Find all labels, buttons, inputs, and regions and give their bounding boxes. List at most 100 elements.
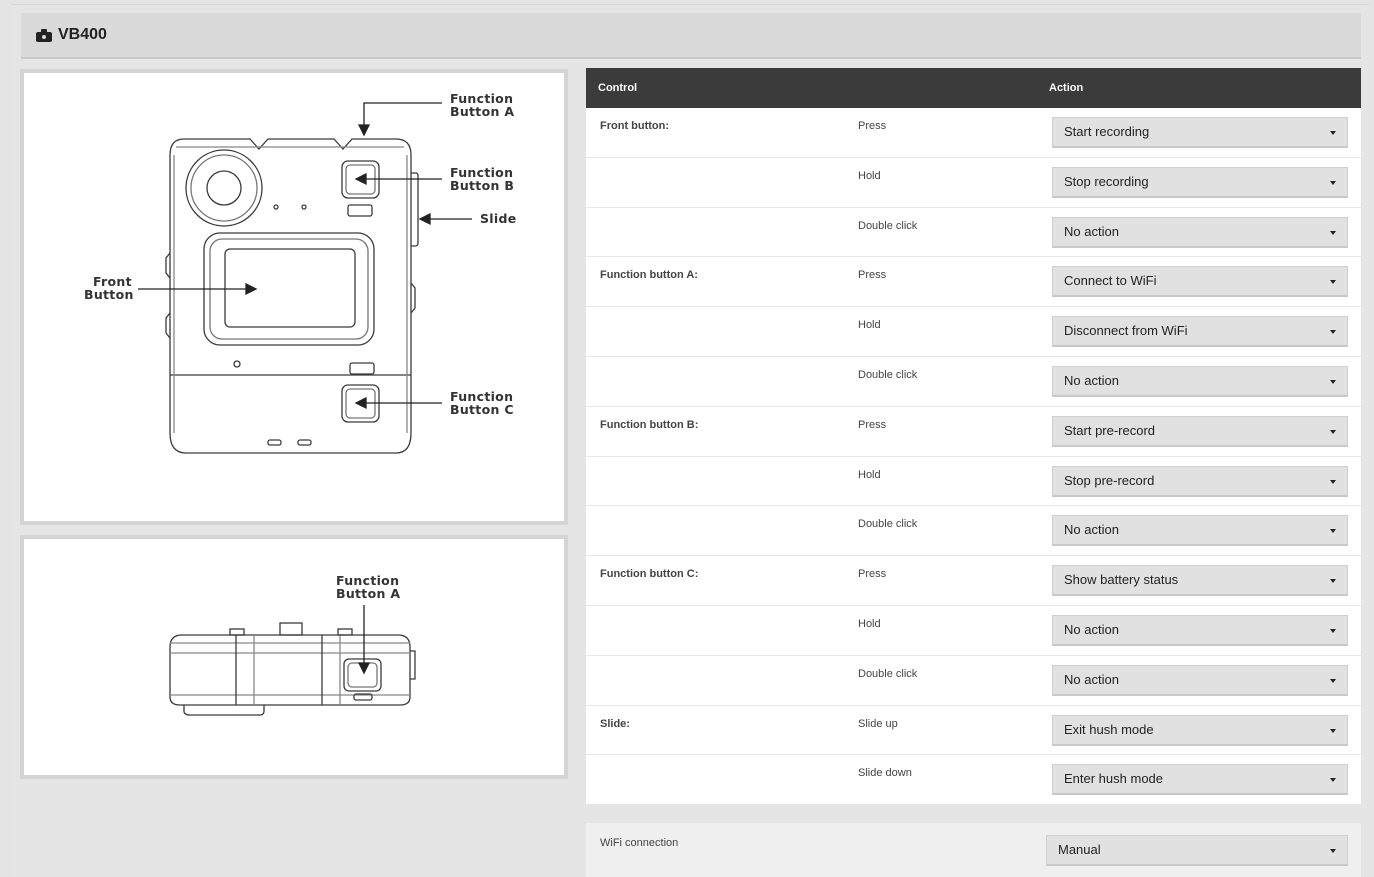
wifi-connection-value: Manual (1058, 842, 1101, 857)
trigger-label: Press (858, 269, 887, 282)
label-function-b-line1: Function (450, 165, 513, 180)
control-label: Slide: (600, 717, 630, 730)
col-action: Action (1049, 82, 1084, 94)
chevron-down-icon (1330, 678, 1336, 683)
front-view-svg: Function Button A Function Button B Slid… (84, 91, 517, 454)
action-value: No action (1064, 373, 1119, 388)
control-label: Function button B: (600, 418, 699, 431)
control-label: Function button A: (600, 269, 698, 282)
label-function-b-line2: Button B (450, 178, 514, 193)
table-row: Hold No action (586, 606, 1361, 656)
control-action-table: Control Action Front button: Press Start r… (586, 68, 1361, 806)
label-function-c-line1: Function (450, 389, 513, 404)
trigger-label: Press (858, 418, 887, 431)
chevron-down-icon (1330, 180, 1336, 185)
trigger-label: Press (858, 568, 887, 581)
action-select[interactable]: No action (1052, 216, 1348, 248)
action-value: No action (1064, 671, 1119, 687)
chevron-down-icon (1330, 330, 1336, 335)
action-select[interactable]: Stop recording (1052, 166, 1348, 198)
settings-page: VB400 (11, 4, 1369, 877)
table-row: Function button B: Press Start pre-record (586, 407, 1361, 457)
chevron-down-icon (1330, 131, 1336, 135)
action-value: No action (1064, 223, 1119, 239)
table-row: Front button: Press Start recording (586, 108, 1361, 158)
action-select[interactable]: Show battery status (1052, 565, 1348, 597)
table-row: Double click No action (586, 357, 1361, 407)
label-top-function-a-line1: Function (336, 573, 399, 588)
action-select[interactable]: Disconnect from WiFi (1052, 316, 1348, 348)
wifi-connection-row: WiFi connection Manual (586, 823, 1361, 877)
table-row: Slide down Enter hush mode (586, 755, 1361, 806)
label-function-a-line2: Button A (450, 104, 514, 119)
trigger-label: Press (858, 120, 887, 132)
label-function-c-line2: Button C (450, 402, 514, 417)
trigger-label: Hold (858, 169, 881, 182)
action-select[interactable]: Start pre-record (1052, 415, 1348, 447)
trigger-label: Slide down (858, 767, 912, 780)
chevron-down-icon (1330, 529, 1336, 534)
table-row: Double click No action (586, 208, 1361, 258)
action-select[interactable]: Exit hush mode (1052, 714, 1348, 746)
table-row: Hold Stop pre-record (586, 457, 1361, 507)
device-header: VB400 (21, 13, 1361, 59)
label-front-line2: Button (84, 287, 134, 302)
table-row: Function button A: Press Connect to WiFi (586, 257, 1361, 308)
front-view-diagram: Function Button A Function Button B Slid… (20, 69, 568, 525)
chevron-down-icon (1330, 728, 1336, 733)
action-select[interactable]: Enter hush mode (1052, 764, 1348, 796)
top-view-svg: Function Button A (169, 573, 416, 716)
trigger-label: Hold (858, 618, 881, 630)
label-slide: Slide (480, 211, 517, 226)
action-value: Show battery status (1064, 572, 1179, 588)
chevron-down-icon (1330, 280, 1336, 285)
trigger-label: Double click (858, 369, 918, 381)
table-row: Hold Stop recording (586, 158, 1361, 208)
chevron-down-icon (1330, 429, 1336, 434)
camera-icon (36, 28, 52, 42)
table-row: Hold Disconnect from WiFi (586, 307, 1361, 357)
action-value: Stop pre-record (1064, 472, 1155, 488)
chevron-down-icon (1330, 380, 1336, 384)
action-select[interactable]: No action (1052, 664, 1348, 696)
trigger-label: Double click (858, 667, 918, 680)
table-row: Slide: Slide up Exit hush mode (586, 706, 1361, 756)
table-header: Control Action (586, 68, 1361, 108)
label-front-line1: Front (93, 274, 132, 289)
action-value: No action (1064, 522, 1119, 538)
action-value: Connect to WiFi (1064, 273, 1157, 289)
device-title: VB400 (58, 26, 107, 43)
trigger-label: Hold (858, 468, 881, 481)
action-select[interactable]: Connect to WiFi (1052, 266, 1348, 298)
chevron-down-icon (1330, 849, 1336, 853)
trigger-label: Slide up (858, 717, 898, 730)
control-label: Front button: (600, 120, 670, 132)
action-select[interactable]: No action (1052, 515, 1348, 547)
action-value: Enter hush mode (1064, 771, 1164, 787)
label-function-a-line1: Function (450, 91, 513, 106)
action-value: Disconnect from WiFi (1064, 323, 1188, 339)
action-select[interactable]: No action (1052, 366, 1348, 397)
wifi-connection-label: WiFi connection (600, 837, 679, 849)
action-select[interactable]: Stop pre-record (1052, 465, 1348, 497)
chevron-down-icon (1330, 629, 1336, 633)
action-value: Start recording (1064, 124, 1150, 139)
col-control: Control (598, 82, 638, 94)
wifi-connection-select[interactable]: Manual (1046, 835, 1348, 866)
trigger-label: Double click (858, 219, 918, 232)
table-row: Double click No action (586, 506, 1361, 557)
chevron-down-icon (1330, 479, 1336, 484)
action-value: No action (1064, 622, 1119, 637)
action-value: Start pre-record (1064, 422, 1156, 438)
label-top-function-a-line2: Button A (336, 586, 400, 601)
top-view-diagram: Function Button A (20, 535, 568, 779)
chevron-down-icon (1330, 778, 1336, 783)
table-row: Function button C: Press Show battery stat… (586, 556, 1361, 606)
trigger-label: Hold (858, 319, 881, 332)
trigger-label: Double click (858, 518, 918, 531)
control-label: Function button C: (600, 568, 699, 581)
action-select[interactable]: No action (1052, 615, 1348, 646)
chevron-down-icon (1330, 230, 1336, 235)
action-select[interactable]: Start recording (1052, 117, 1348, 148)
chevron-down-icon (1330, 579, 1336, 584)
